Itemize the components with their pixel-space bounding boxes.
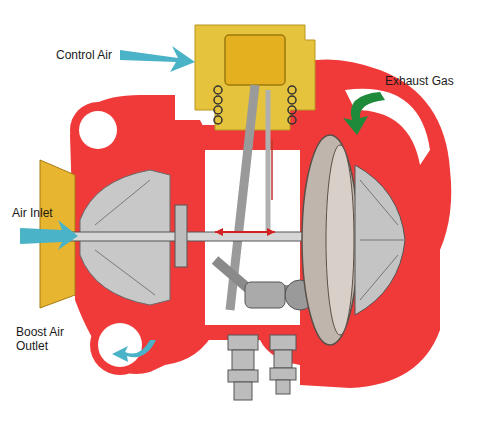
boost-air-arrow bbox=[112, 340, 156, 362]
part-label: Air Inlet bbox=[12, 206, 82, 220]
part-label: Exhaust Gas bbox=[385, 74, 475, 88]
turbine-blades bbox=[360, 180, 405, 300]
travel-arrowheads bbox=[215, 228, 275, 236]
travel-arrow bbox=[215, 231, 275, 233]
air-inlet-arrow bbox=[20, 220, 78, 250]
exhaust-gas-arrow bbox=[343, 92, 385, 135]
motion-arrow bbox=[271, 140, 273, 200]
control-rod bbox=[266, 90, 271, 235]
turbo-shaft bbox=[62, 232, 317, 241]
nozzle-ring bbox=[302, 135, 358, 345]
part-label: Control Air bbox=[56, 48, 136, 62]
oil-fittings bbox=[228, 335, 296, 400]
thrust-collar bbox=[175, 205, 187, 267]
nozzle-face bbox=[326, 145, 354, 335]
control-air-arrow bbox=[120, 46, 195, 72]
compressor-scroll bbox=[70, 102, 126, 158]
turbine-wheel bbox=[355, 165, 405, 315]
part-label: Boost Air Outlet bbox=[16, 325, 86, 353]
actuator-piston bbox=[225, 35, 285, 85]
outlet-scroll bbox=[90, 315, 150, 375]
linkage-block bbox=[245, 282, 285, 308]
outlet-bore bbox=[98, 323, 142, 367]
compressor-bore bbox=[79, 111, 117, 149]
